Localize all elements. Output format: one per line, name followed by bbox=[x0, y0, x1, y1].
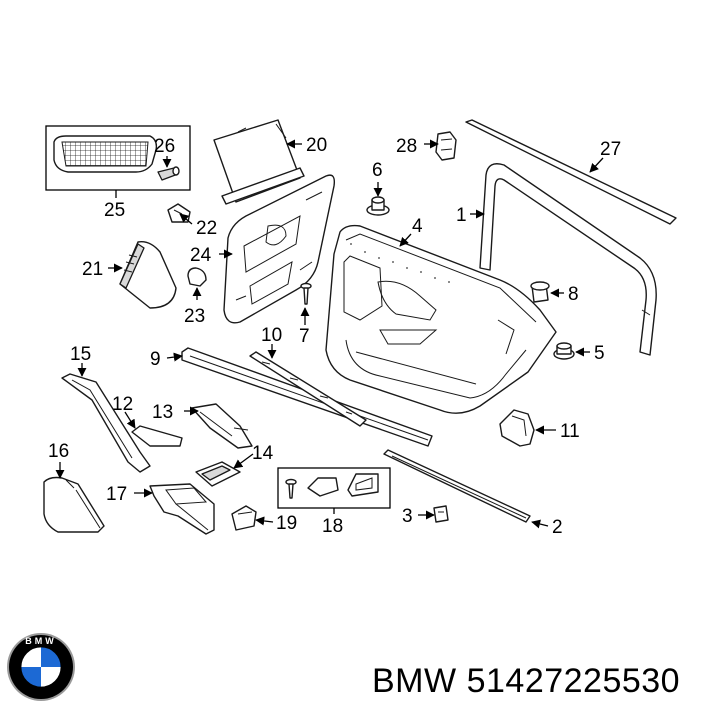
callout-8: 8 bbox=[568, 284, 579, 305]
part-7-screw bbox=[300, 282, 312, 305]
callout-16: 16 bbox=[48, 441, 69, 462]
callout-1: 1 bbox=[456, 205, 467, 226]
brand-name: BMW bbox=[372, 662, 457, 700]
part-11-bracket bbox=[499, 409, 535, 447]
part-4-door-trim-panel bbox=[325, 224, 557, 414]
part-23-clip bbox=[187, 267, 207, 287]
part-8-clip bbox=[530, 281, 550, 303]
part-18-clip-group bbox=[277, 467, 391, 509]
callout-14: 14 bbox=[252, 443, 274, 464]
part-13-handle-cover bbox=[191, 403, 253, 449]
part-17-armrest-pocket bbox=[149, 483, 215, 535]
callout-27: 27 bbox=[600, 139, 621, 160]
part-15-pillar-trim bbox=[61, 373, 151, 473]
bmw-logo: BMW bbox=[7, 633, 75, 701]
callout-11: 11 bbox=[560, 421, 580, 442]
callout-5: 5 bbox=[594, 343, 605, 364]
callout-22: 22 bbox=[196, 218, 217, 239]
callout-24: 24 bbox=[190, 245, 212, 266]
part-25-grille-group bbox=[45, 125, 191, 191]
part-3-clip bbox=[433, 505, 449, 523]
callout-17: 17 bbox=[106, 484, 127, 505]
part-12-trim-strip bbox=[131, 425, 183, 447]
part-number: 51427225530 bbox=[466, 662, 681, 700]
part-1-frame-seal bbox=[479, 163, 657, 356]
callout-25: 25 bbox=[104, 200, 125, 221]
logo-lettering: BMW bbox=[25, 636, 57, 646]
part-14-switch-panel bbox=[195, 461, 241, 487]
callout-23: 23 bbox=[184, 306, 205, 327]
callout-12: 12 bbox=[112, 394, 133, 415]
callout-18: 18 bbox=[322, 516, 343, 537]
part-6-push-clip bbox=[366, 196, 390, 216]
callout-21: 21 bbox=[82, 259, 103, 280]
part-19-switch bbox=[231, 505, 257, 531]
callout-13: 13 bbox=[152, 402, 173, 423]
callout-28: 28 bbox=[396, 136, 417, 157]
callout-4: 4 bbox=[412, 216, 423, 237]
leader-lines bbox=[55, 139, 604, 529]
callout-20: 20 bbox=[306, 135, 327, 156]
part-5-screw-clip bbox=[553, 342, 575, 360]
callout-7: 7 bbox=[299, 326, 310, 347]
part-27-window-channel bbox=[465, 119, 677, 225]
callout-26: 26 bbox=[154, 136, 175, 157]
callout-9: 9 bbox=[150, 349, 161, 370]
callout-6: 6 bbox=[372, 160, 383, 181]
callout-10: 10 bbox=[261, 325, 282, 346]
part-28-clip bbox=[435, 131, 457, 161]
part-2-lower-strip bbox=[383, 449, 531, 523]
part-16-side-cover bbox=[43, 476, 105, 533]
callout-2: 2 bbox=[552, 517, 563, 538]
callout-3: 3 bbox=[402, 506, 413, 527]
part-24-door-carrier bbox=[223, 174, 336, 324]
part-21-speaker-cover bbox=[119, 241, 177, 309]
part-10-strip bbox=[249, 351, 367, 427]
part-20-sun-blind bbox=[213, 119, 305, 205]
callout-labels: 26 25 20 22 24 21 23 6 28 27 1 4 8 5 7 1… bbox=[48, 135, 621, 538]
callout-15: 15 bbox=[70, 344, 91, 365]
callout-19: 19 bbox=[276, 513, 297, 534]
